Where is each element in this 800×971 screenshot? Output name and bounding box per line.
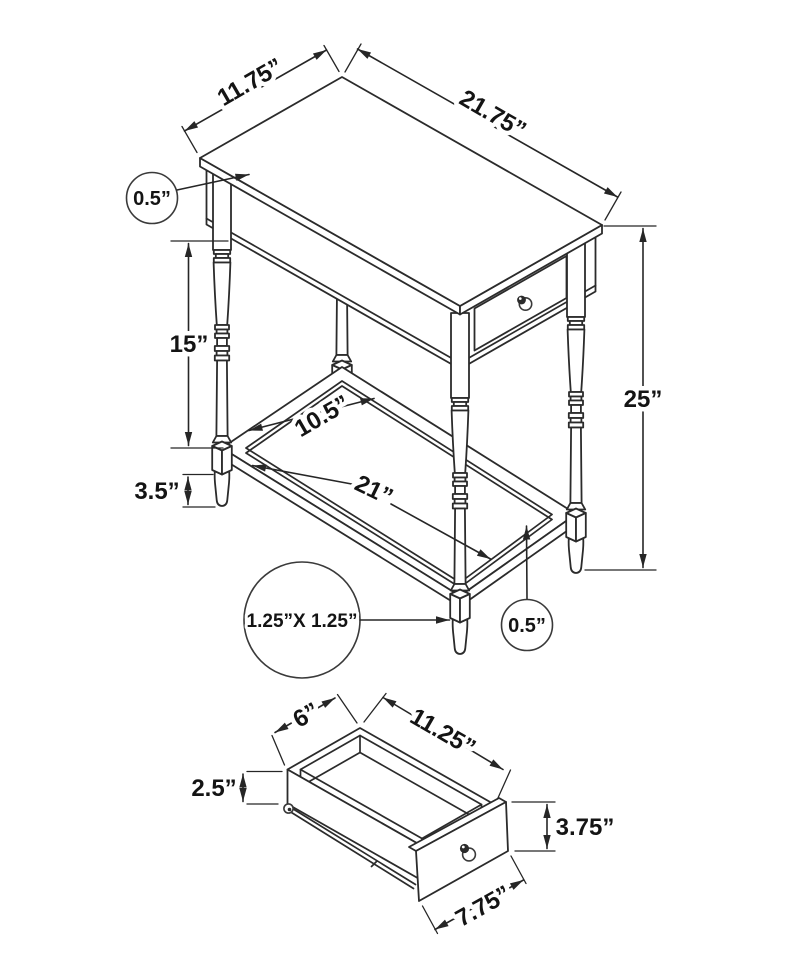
callout-shelf-thickness-circle — [500, 598, 554, 652]
dim-drawer-front-height-label: 3.75” — [556, 814, 615, 841]
table-drawer-knob — [517, 295, 533, 311]
dim-drawer-front-width-label: 7.75” — [451, 880, 515, 932]
dim-drawer-side-height-label: 2.5” — [191, 775, 236, 802]
dim-top-width-label: 21.75” — [455, 85, 531, 144]
table-leg-left — [211, 164, 233, 507]
table-isometric-drawing: 11.75” 21.75” 0.5” 15” 25” 10.5” 21” — [125, 43, 667, 679]
drawer-knob — [459, 843, 477, 862]
dim-drawer-depth-label: 11.25” — [405, 703, 480, 762]
drawer-front-panel — [408, 797, 509, 902]
dim-foot-height-label: 3.5” — [134, 478, 179, 505]
table-dimensions: 11.75” 21.75” 0.5” 15” 25” 10.5” 21” — [125, 43, 667, 679]
drawer-isometric-drawing: 6” 11.25” 2.5” 3.75” 7.75” — [187, 692, 619, 937]
dim-top-thickness-label: 0.5” — [133, 188, 171, 210]
drawer-slide-rail — [283, 803, 417, 890]
dim-top-depth-label: 11.75” — [213, 53, 288, 112]
dim-leg-size-label: 1.25”X 1.25” — [247, 611, 358, 632]
dim-clearance-label: 15” — [170, 331, 209, 358]
table-leg-front — [449, 312, 471, 655]
table-leg-right — [565, 231, 587, 574]
callout-top-thickness-circle — [125, 171, 179, 225]
dim-overall-height-label: 25” — [624, 386, 663, 413]
dim-drawer-width-label: 6” — [289, 697, 324, 733]
dim-shelf-thickness-label: 0.5” — [508, 615, 546, 637]
